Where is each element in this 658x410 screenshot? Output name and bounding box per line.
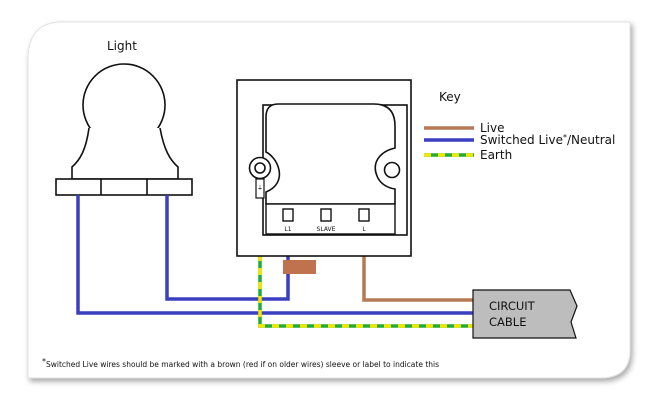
cable-sheath — [472, 289, 578, 339]
terminal-l1-label: L1 — [284, 226, 291, 233]
earth-terminal-ring-inner — [254, 162, 266, 174]
screw-hole-right — [383, 161, 401, 179]
switch-mechanism — [265, 103, 396, 205]
light-fitting — [55, 63, 193, 196]
switched-live-sleeve — [283, 260, 316, 274]
key-earth-label: Earth — [480, 148, 512, 162]
light-label: Light — [107, 39, 137, 53]
key-switched-label: Switched Live*/Neutral — [480, 133, 615, 147]
terminal-l-screw — [358, 208, 370, 222]
wire-neutral — [76, 195, 473, 315]
footnote-text: Switched Live wires should be marked wit… — [46, 360, 439, 369]
light-terminal-block — [55, 178, 193, 196]
footnote-mark: * — [42, 357, 46, 366]
cable-label-line1: CIRCUIT — [489, 299, 536, 313]
light-base — [71, 127, 179, 180]
earth-terminal-symbol: ⏚ — [257, 185, 263, 192]
key: Key Live Switched Live*/Neutral Earth — [424, 90, 615, 162]
key-live-label: Live — [480, 121, 505, 135]
cable-label-line2: CABLE — [489, 315, 526, 329]
terminal-l-label: L — [362, 226, 366, 233]
key-switched-name: Switched Live — [480, 133, 563, 147]
terminal-slave-label: SLAVE — [317, 226, 336, 233]
terminal-l1-screw — [282, 208, 294, 222]
circuit-cable: CIRCUIT CABLE — [472, 289, 578, 339]
terminal-slave-screw — [320, 208, 332, 222]
switch-box: ⏚ L1 SLAVE L — [236, 79, 412, 257]
earth-terminal-post — [255, 178, 265, 199]
footnote: *Switched Live wires should be marked wi… — [42, 357, 439, 369]
key-title: Key — [439, 90, 461, 104]
key-switched-mark: * — [563, 133, 567, 142]
key-switched-suffix: /Neutral — [567, 133, 615, 147]
